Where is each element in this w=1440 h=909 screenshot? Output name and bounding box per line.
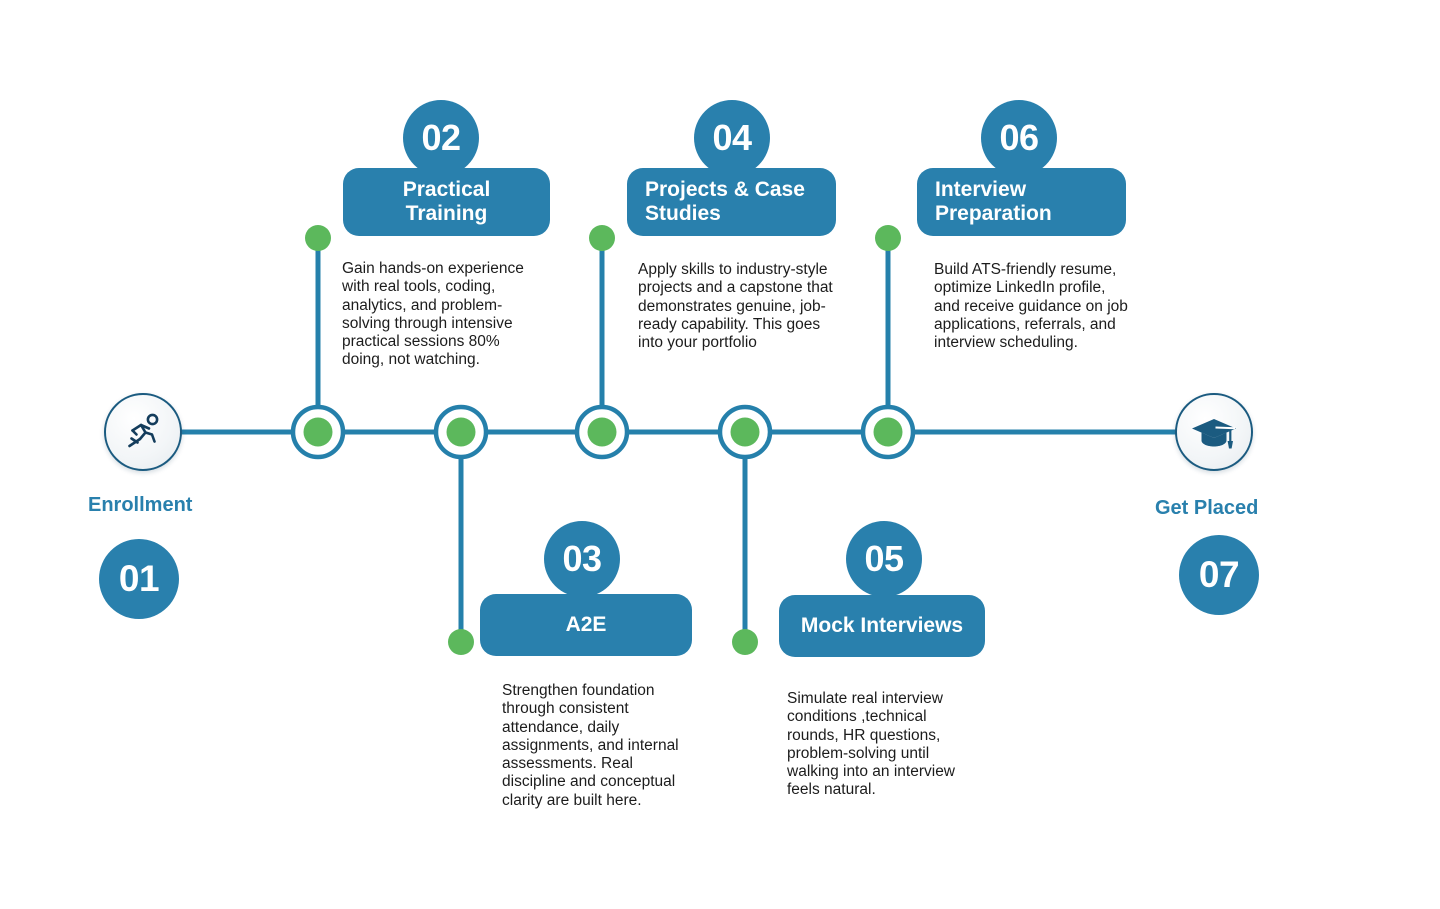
- step-03-description: Strengthen foundation through consistent…: [502, 682, 679, 809]
- riser-dot-05: [732, 629, 758, 655]
- get-placed-label: Get Placed: [1155, 497, 1259, 519]
- timeline-node-3: [574, 404, 630, 460]
- enrollment-icon-disc: [104, 393, 182, 471]
- step-05-number: 05: [846, 521, 922, 597]
- timeline-node-2: [433, 404, 489, 460]
- step-06-title[interactable]: Interview Preparation: [917, 168, 1126, 236]
- timeline-node-1: [290, 404, 346, 460]
- step-04-title[interactable]: Projects & Case Studies: [627, 168, 836, 236]
- step-06-number: 06: [981, 100, 1057, 176]
- step-04-number: 04: [694, 100, 770, 176]
- riser-dot-04: [589, 225, 615, 251]
- riser-dot-03: [448, 629, 474, 655]
- step-02-description: Gain hands-on experience with real tools…: [342, 260, 524, 369]
- enrollment-label: Enrollment: [88, 494, 193, 516]
- timeline-node-5: [860, 404, 916, 460]
- get-placed-icon-disc: [1175, 393, 1253, 471]
- step-03-number: 03: [544, 521, 620, 597]
- graduation-cap-icon: [1192, 419, 1236, 449]
- step-05-title[interactable]: Mock Interviews: [779, 595, 985, 657]
- riser-dot-06: [875, 225, 901, 251]
- step-04-description: Apply skills to industry-style projects …: [638, 261, 833, 352]
- enrollment-number: 01: [99, 539, 179, 619]
- step-06-description: Build ATS-friendly resume, optimize Link…: [934, 261, 1128, 352]
- riser-dot-02: [305, 225, 331, 251]
- step-05-description: Simulate real interview conditions ,tech…: [787, 690, 956, 799]
- step-02-number: 02: [403, 100, 479, 176]
- timeline-node-4: [717, 404, 773, 460]
- get-placed-number: 07: [1179, 535, 1259, 615]
- step-03-title[interactable]: A2E: [480, 594, 692, 656]
- runner-icon: [128, 413, 159, 448]
- step-02-title[interactable]: Practical Training: [343, 168, 550, 236]
